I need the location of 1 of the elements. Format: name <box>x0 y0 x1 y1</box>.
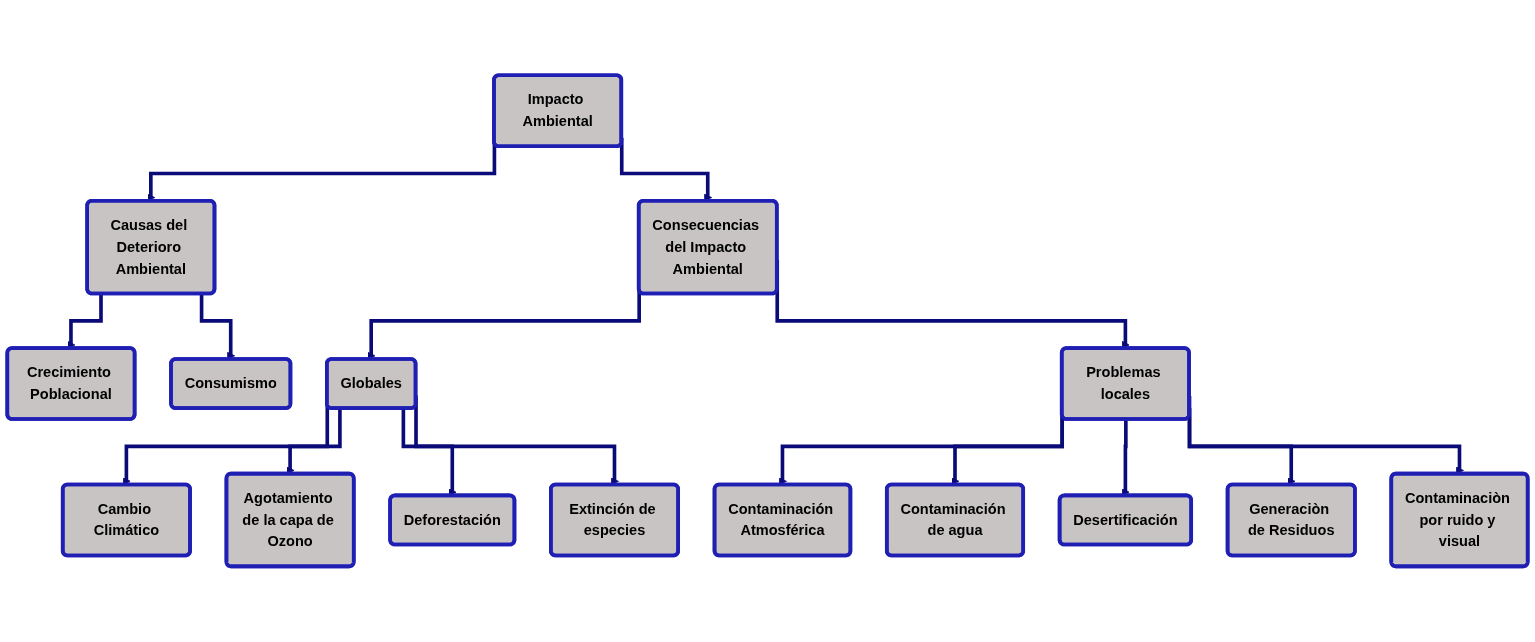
arrow <box>199 294 236 360</box>
